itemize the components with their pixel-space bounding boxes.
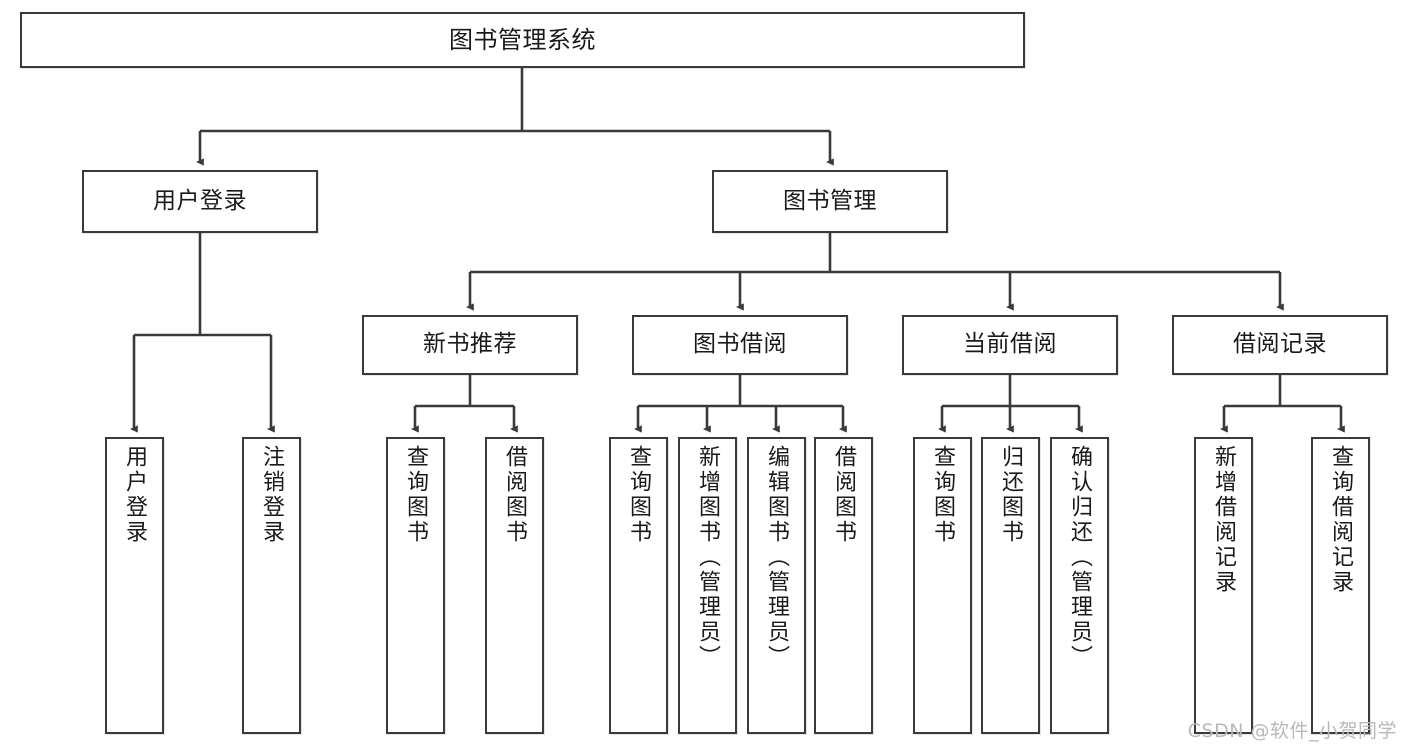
leaf-borrow-records-query-record[interactable]: 查询借阅记录	[1311, 437, 1370, 734]
leaf-new-book-borrow-book[interactable]: 借阅图书	[485, 437, 544, 734]
node-label: 新增借阅记录	[1211, 445, 1237, 595]
leaf-book-borrow-add-book-admin[interactable]: 新增图书（管理员）	[678, 437, 737, 734]
node-label: 注销登录	[259, 445, 285, 545]
leaf-new-book-query-book[interactable]: 查询图书	[386, 437, 445, 734]
node-label: 用户登录	[153, 187, 247, 214]
leaf-borrow-records-add-record[interactable]: 新增借阅记录	[1194, 437, 1253, 734]
node-label: 查询图书	[930, 445, 956, 545]
node-borrow-records[interactable]: 借阅记录	[1172, 315, 1388, 375]
node-label: 编辑图书（管理员）	[764, 445, 790, 670]
leaf-book-borrow-borrow-book[interactable]: 借阅图书	[814, 437, 873, 734]
node-root-system[interactable]: 图书管理系统	[20, 12, 1025, 68]
leaf-current-borrow-query-book[interactable]: 查询图书	[913, 437, 972, 734]
csdn-watermark: CSDN @软件_小贺同学	[1187, 720, 1397, 742]
node-label: 查询图书	[626, 445, 652, 545]
leaf-book-borrow-query-book[interactable]: 查询图书	[609, 437, 668, 734]
node-current-borrow[interactable]: 当前借阅	[902, 315, 1118, 375]
node-label: 图书管理	[783, 187, 877, 214]
leaf-current-borrow-confirm-return-admin[interactable]: 确认归还（管理员）	[1050, 437, 1109, 734]
node-label: 借阅图书	[502, 445, 528, 545]
leaf-user-login-signin[interactable]: 用户登录	[105, 437, 164, 734]
node-label: 确认归还（管理员）	[1067, 445, 1093, 670]
leaf-current-borrow-return-book[interactable]: 归还图书	[981, 437, 1040, 734]
node-new-book-recommend[interactable]: 新书推荐	[362, 315, 578, 375]
node-book-borrow[interactable]: 图书借阅	[632, 315, 848, 375]
node-label: 用户登录	[122, 445, 148, 545]
node-label: 新增图书（管理员）	[695, 445, 721, 670]
node-label: 查询借阅记录	[1328, 445, 1354, 595]
node-label: 当前借阅	[963, 331, 1057, 358]
node-label: 图书管理系统	[449, 25, 596, 54]
node-label: 查询图书	[403, 445, 429, 545]
node-label: 借阅记录	[1233, 331, 1327, 358]
node-label: 新书推荐	[423, 331, 517, 358]
node-label: 归还图书	[998, 445, 1024, 545]
node-label: 图书借阅	[693, 331, 787, 358]
node-book-management[interactable]: 图书管理	[712, 170, 948, 233]
leaf-user-login-logout[interactable]: 注销登录	[242, 437, 301, 734]
node-user-login[interactable]: 用户登录	[82, 170, 318, 233]
leaf-book-borrow-edit-book-admin[interactable]: 编辑图书（管理员）	[747, 437, 806, 734]
node-label: 借阅图书	[831, 445, 857, 545]
